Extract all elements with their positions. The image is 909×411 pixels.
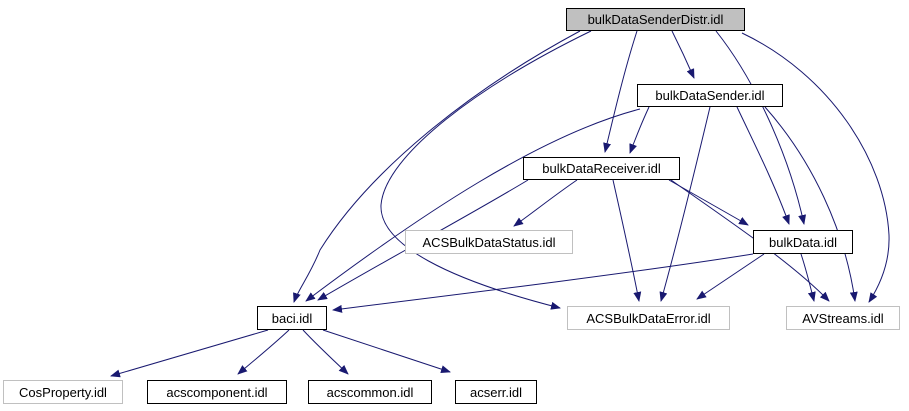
edge-bulkData-to-ACSBulkDataError <box>696 253 765 300</box>
node-label: baci.idl <box>271 310 313 326</box>
edge-bulkDataSenderDistr-to-bulkDataReceiver <box>603 30 638 153</box>
node-cosproperty-idl[interactable]: CosProperty.idl <box>3 380 123 404</box>
node-baci-idl[interactable]: baci.idl <box>257 306 327 330</box>
node-acsbulkdataerror-idl[interactable]: ACSBulkDataError.idl <box>567 306 730 330</box>
node-label: bulkDataSenderDistr.idl <box>587 12 724 27</box>
node-bulkdatasenderdistr-idl[interactable]: bulkDataSenderDistr.idl <box>566 8 745 31</box>
edge-bulkDataSenderDistr-to-baci <box>293 30 581 303</box>
edge-baci-to-acscomponent <box>237 329 290 375</box>
edge-bulkData-to-baci <box>332 253 754 313</box>
node-label: bulkData.idl <box>769 234 837 250</box>
edge-bulkDataSenderDistr-to-bulkDataSender <box>671 30 695 79</box>
node-label: ACSBulkDataStatus.idl <box>422 234 556 250</box>
node-label: CosProperty.idl <box>19 384 107 400</box>
edge-bulkDataSender-to-bulkDataReceiver <box>629 106 650 154</box>
edge-baci-to-acscommon <box>302 329 349 375</box>
edge-bulkDataSender-to-ACSBulkDataError <box>659 106 711 302</box>
edge-bulkDataSenderDistr-to-bulkData <box>715 30 806 225</box>
edge-baci-to-acserr <box>322 329 451 374</box>
edge-bulkDataSender-to-baci <box>305 108 641 302</box>
node-label: bulkDataReceiver.idl <box>542 161 661 176</box>
node-label: acserr.idl <box>469 384 523 400</box>
edge-bulkData-to-AVStreams <box>800 253 816 302</box>
edge-bulkDataReceiver-to-ACSBulkDataError <box>612 179 642 302</box>
node-label: ACSBulkDataError.idl <box>586 310 711 326</box>
node-label: acscommon.idl <box>326 384 414 400</box>
edge-bulkDataSender-to-AVStreams <box>764 106 858 302</box>
node-label: acscomponent.idl <box>166 384 268 400</box>
edge-bulkDataSender-to-bulkData <box>736 106 790 225</box>
edge-baci-to-CosProperty <box>110 329 269 378</box>
node-avstreams-idl[interactable]: AVStreams.idl <box>786 306 900 330</box>
edge-bulkDataReceiver-to-ACSBulkDataStatus <box>513 179 578 227</box>
node-acscommon-idl[interactable]: acscommon.idl <box>308 380 432 404</box>
node-bulkdatasender-idl[interactable]: bulkDataSender.idl <box>637 84 783 107</box>
node-acserr-idl[interactable]: acserr.idl <box>455 380 537 404</box>
node-acsbulkdatastatus-idl[interactable]: ACSBulkDataStatus.idl <box>405 230 573 254</box>
node-label: bulkDataSender.idl <box>655 88 765 103</box>
edge-bulkDataSenderDistr-to-ACSBulkDataError <box>380 30 592 310</box>
node-label: AVStreams.idl <box>802 310 884 326</box>
edge-bulkDataSenderDistr-to-AVStreams <box>741 32 890 303</box>
node-acscomponent-idl[interactable]: acscomponent.idl <box>147 380 287 404</box>
node-bulkdata-idl[interactable]: bulkData.idl <box>753 230 853 254</box>
node-bulkdatareceiver-idl[interactable]: bulkDataReceiver.idl <box>523 157 680 180</box>
